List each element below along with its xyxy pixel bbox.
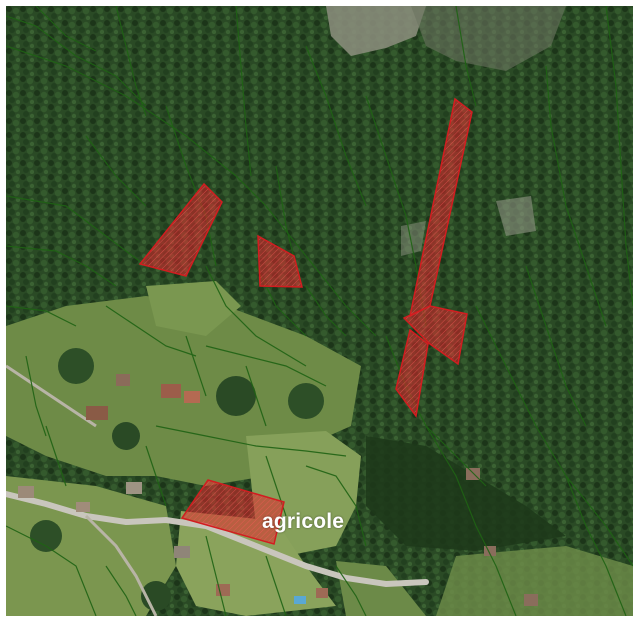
secondary-road — [84, 514, 158, 616]
building — [316, 588, 328, 598]
building — [184, 391, 200, 403]
tree-clump — [112, 422, 140, 450]
highlighted-parcel — [180, 479, 285, 545]
rock-outcrop — [326, 6, 426, 56]
building — [216, 584, 230, 596]
highlighted-parcels — [138, 97, 473, 545]
building — [174, 546, 190, 558]
meadow — [6, 476, 176, 616]
tree-clump — [58, 348, 94, 384]
highlighted-parcel — [402, 305, 468, 366]
rock-outcrop — [411, 6, 566, 71]
aerial-map[interactable]: agricole — [6, 6, 633, 616]
tree-clump — [216, 376, 256, 416]
main-road — [6, 491, 429, 588]
tree-clump — [288, 383, 324, 419]
rock-patch — [496, 196, 536, 236]
swimming-pool — [294, 596, 306, 604]
highlighted-parcel — [257, 234, 303, 288]
building — [76, 502, 90, 512]
building — [116, 374, 130, 386]
building — [86, 406, 108, 420]
meadow — [436, 546, 633, 616]
agricole-label: agricole — [262, 510, 345, 533]
building — [18, 486, 34, 498]
meadow — [146, 281, 241, 336]
secondary-road — [6, 364, 97, 428]
building — [524, 594, 538, 606]
tree-clump — [30, 520, 62, 552]
building — [126, 482, 142, 494]
rock-patch — [401, 221, 426, 256]
forest-dense — [366, 436, 566, 551]
map-canvas — [6, 6, 633, 616]
building — [484, 546, 496, 556]
highlighted-parcel — [138, 182, 223, 277]
building — [161, 384, 181, 398]
parcel-lines — [6, 6, 633, 616]
highlighted-parcel — [395, 328, 429, 418]
